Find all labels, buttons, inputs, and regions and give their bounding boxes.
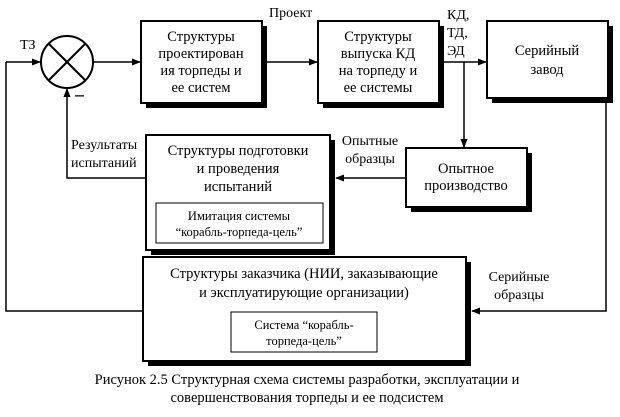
label-project: Проект: [269, 6, 312, 21]
block-design: [140, 20, 267, 108]
imitation-line-1: Имитация системы: [188, 209, 291, 223]
imitation-text: Имитация системы “корабль-торпеда-цель”: [176, 209, 303, 239]
label-serial-samples: Серийные образцы: [489, 270, 550, 303]
design-line-1: Структуры: [167, 29, 235, 45]
design-line-2: проектирован: [158, 46, 243, 62]
block-testing: [145, 134, 335, 255]
release-line-1: Структуры: [344, 29, 412, 45]
release-line-4: ее системы: [344, 80, 413, 96]
label-serial-samples-line-1: Серийные: [489, 270, 550, 285]
design-line-4: ее систем: [171, 80, 230, 96]
arrow-testing-results: [63, 88, 146, 179]
testing-text: Структуры подготовки и проведения испыта…: [168, 143, 309, 195]
serial-line-2: завод: [530, 62, 564, 78]
label-tz: ТЗ: [20, 38, 36, 53]
customer-line-1: Структуры заказчика (НИИ, заказывающие: [170, 266, 438, 282]
pilot-line-1: Опытное: [438, 161, 494, 177]
customer-text: Структуры заказчика (НИИ, заказывающие и…: [170, 266, 438, 301]
design-line-3: ия торпеды и: [160, 63, 241, 79]
serial-text: Серийный завод: [515, 43, 580, 78]
label-minus: –: [74, 84, 85, 104]
testing-line-3: испытаний: [204, 179, 272, 195]
testing-line-1: Структуры подготовки: [168, 143, 309, 159]
release-line-3: на торпеду и: [339, 63, 418, 79]
label-test-results-line-2: испытаний: [71, 156, 137, 171]
caption-line-1: Рисунок 2.5 Структурная схема системы ра…: [95, 372, 520, 388]
block-serial-plant: [486, 20, 613, 103]
label-prototypes-line-2: образцы: [345, 152, 395, 167]
release-text: Структуры выпуска КД на торпеду и ее сис…: [339, 29, 418, 96]
label-test-results: Результаты испытаний: [71, 138, 138, 171]
block-release: [317, 20, 444, 108]
label-prototypes-line-1: Опытные: [342, 134, 398, 149]
block-system: [230, 311, 378, 353]
label-docs-ed: ЭД: [447, 44, 465, 59]
block-imitation: [155, 202, 324, 244]
pilot-line-2: производство: [424, 178, 507, 194]
serial-line-1: Серийный: [515, 43, 580, 59]
label-serial-samples-line-2: образцы: [494, 288, 544, 303]
system-line-1: Система “корабль-: [254, 318, 353, 332]
system-text: Система “корабль- торпеда-цель”: [254, 318, 353, 348]
label-test-results-line-1: Результаты: [71, 138, 138, 153]
label-docs: КД, ТД, ЭД: [447, 8, 469, 59]
caption-line-2: совершенствования торпеды и ее подсистем: [171, 390, 444, 406]
block-customer: [142, 256, 471, 366]
release-line-2: выпуска КД: [341, 46, 416, 62]
imitation-line-2: “корабль-торпеда-цель”: [176, 225, 303, 239]
label-prototypes: Опытные образцы: [342, 134, 398, 167]
design-text: Структуры проектирован ия торпеды и ее с…: [158, 29, 243, 96]
label-docs-td: ТД,: [447, 26, 468, 41]
label-docs-kd: КД,: [447, 8, 469, 23]
customer-line-2: и эксплуатирующие организации): [199, 285, 409, 301]
arrow-serial-customer: [471, 103, 607, 315]
system-line-2: торпеда-цель”: [266, 334, 342, 348]
figure-caption: Рисунок 2.5 Структурная схема системы ра…: [95, 372, 520, 406]
testing-line-2: и проведения: [197, 161, 280, 177]
summing-junction: [40, 35, 94, 89]
feedback-line-customer: [5, 62, 143, 312]
block-pilot-production: [405, 147, 532, 212]
pilot-text: Опытное производство: [424, 161, 507, 194]
